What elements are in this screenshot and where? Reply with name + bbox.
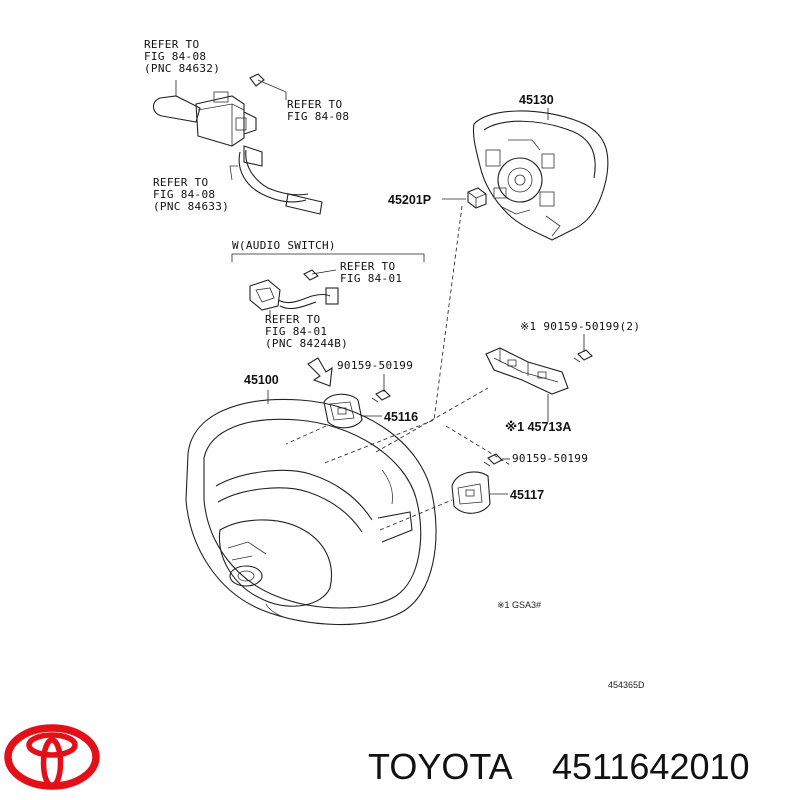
part-45201p: 45201P: [388, 193, 431, 207]
part-45117: 45117: [510, 488, 544, 502]
dash-45116-to-wheel: [285, 425, 327, 445]
dash-airbag-to-wheel: [321, 205, 463, 465]
screw-lower-drawing: [483, 453, 503, 467]
callout-refer-e: REFER TO FIG 84-01 (PNC 84244B): [265, 313, 348, 350]
applicability-note: ※1 GSA3#: [497, 600, 541, 610]
part-90159-50199-upper: 90159-50199: [337, 359, 413, 372]
dash-45117-to-wheel: [379, 499, 453, 531]
part-45130: 45130: [519, 93, 554, 107]
screw-bracket-drawing: [573, 349, 593, 363]
part-90159-50199-2: ※1 90159-50199(2): [520, 320, 640, 333]
clip-45201p-drawing: [467, 187, 487, 209]
screw-upper-drawing: [371, 389, 391, 403]
callout-refer-b: REFER TO FIG 84-08: [287, 98, 349, 123]
brand-name: TOYOTA: [368, 746, 513, 787]
part-number: 4511642010: [552, 746, 750, 787]
callout-refer-a: REFER TO FIG 84-08 (PNC 84632): [144, 38, 220, 75]
switch-45116-drawing: [323, 393, 363, 429]
direction-arrow: [307, 357, 333, 387]
part-45713a: ※1 45713A: [505, 420, 571, 434]
airbag-pad-drawing: [472, 110, 609, 241]
audio-switch-label: W(AUDIO SWITCH): [232, 239, 336, 252]
part-45100: 45100: [244, 373, 279, 387]
switch-45117-drawing: [451, 471, 491, 514]
audio-switch-drawing: [249, 269, 339, 311]
callout-refer-c: REFER TO FIG 84-08 (PNC 84633): [153, 176, 229, 213]
combination-switch-drawing: [152, 73, 323, 215]
steering-wheel-drawing: [185, 398, 437, 626]
audio-switch-bracket: [231, 253, 425, 262]
drawing-id: 454365D: [608, 680, 645, 690]
toyota-logo: [4, 724, 100, 790]
bracket-45713a-drawing: [485, 347, 569, 395]
part-45116: 45116: [384, 410, 418, 424]
part-90159-50199-lower: 90159-50199: [512, 452, 588, 465]
callout-refer-d: REFER TO FIG 84-01: [340, 260, 402, 285]
dash-bracket-to-wheel: [375, 387, 489, 453]
